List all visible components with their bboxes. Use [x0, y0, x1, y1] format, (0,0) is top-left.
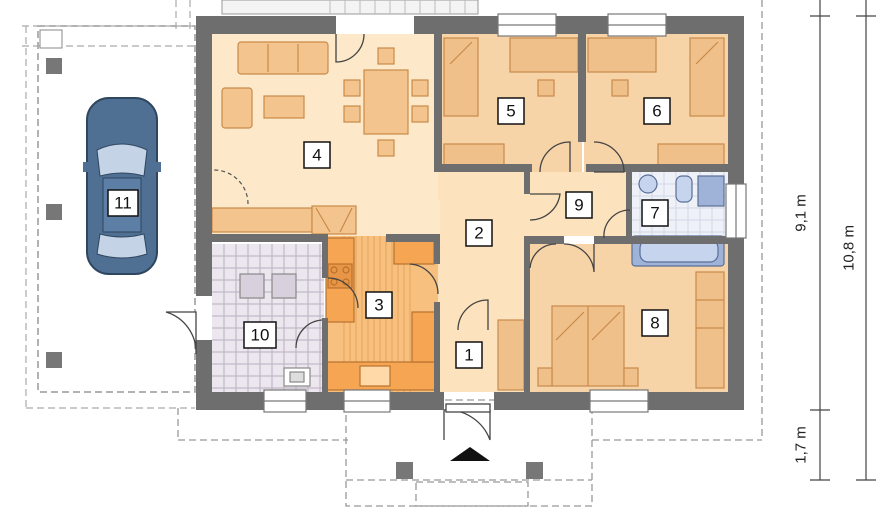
chair-icon: [411, 105, 429, 123]
car-icon: [83, 97, 161, 275]
door: [529, 193, 561, 221]
svg-text:10: 10: [251, 326, 270, 345]
doors: [165, 33, 631, 441]
dimension-house-depth: 9,1 m: [793, 194, 810, 232]
nightstand-icon: [537, 367, 553, 387]
svg-text:9: 9: [574, 196, 583, 215]
sofa-icon: [237, 41, 329, 75]
svg-text:3: 3: [374, 296, 383, 315]
room-labels: 1 2 3 4 5 6 7 8: [107, 97, 671, 369]
chair-icon: [411, 79, 429, 97]
door: [409, 263, 439, 295]
carport: [22, 0, 196, 409]
carport-post: [46, 204, 62, 220]
svg-text:7: 7: [650, 204, 659, 223]
washing-machine-icon: [239, 273, 265, 299]
chair-icon: [611, 79, 629, 97]
room-label-7: 7: [641, 199, 669, 227]
dryer-icon: [271, 273, 297, 299]
toilet-icon: [675, 175, 693, 203]
room-label-11: 11: [107, 189, 139, 217]
roof-outline: [177, 0, 763, 507]
chair-icon: [343, 105, 361, 123]
bed-icon: [443, 37, 479, 117]
bedroom-6-furniture: [587, 37, 725, 171]
svg-text:5: 5: [506, 102, 515, 121]
armchair-icon: [221, 87, 253, 129]
chair-icon: [343, 79, 361, 97]
door: [335, 33, 365, 63]
chair-icon: [377, 47, 395, 65]
room-label-4: 4: [303, 141, 331, 169]
room-label-6: 6: [643, 97, 671, 125]
room-label-8: 8: [641, 309, 669, 337]
door: [295, 319, 323, 349]
svg-text:6: 6: [652, 102, 661, 121]
porch-post: [396, 462, 413, 479]
room-label-9: 9: [565, 191, 593, 219]
room-label-3: 3: [365, 291, 393, 319]
dimension-lines: [810, 0, 876, 481]
svg-text:2: 2: [474, 224, 483, 243]
fireplace-icon: [311, 205, 357, 235]
sideboard-icon: [211, 207, 313, 233]
desk-icon: [509, 37, 579, 73]
svg-text:4: 4: [312, 146, 321, 165]
cabinet-icon: [697, 175, 725, 207]
washbasin-icon: [638, 174, 658, 194]
kitchen-counter: [411, 311, 437, 363]
bathroom-fixtures: [631, 174, 725, 267]
room-label-5: 5: [497, 97, 525, 125]
wardrobe-icon: [695, 271, 725, 389]
door: [457, 299, 489, 331]
bed-icon: [689, 37, 725, 117]
chair-icon: [377, 139, 395, 157]
utility-fixtures: [239, 273, 311, 387]
terrace: [221, 0, 479, 15]
svg-text:11: 11: [114, 194, 132, 213]
door: [529, 243, 557, 269]
door: [593, 141, 625, 173]
bedroom-8-furniture: [537, 271, 725, 389]
windows: [263, 13, 747, 413]
utility-room-floor: [212, 244, 324, 392]
svg-text:1: 1: [464, 346, 473, 365]
door: [539, 141, 571, 173]
porch-post: [526, 462, 543, 479]
nightstand-icon: [623, 367, 639, 387]
entrance-arrow-icon: [450, 447, 490, 461]
dining-table-icon: [363, 69, 409, 135]
carport-post: [46, 352, 62, 368]
walls: [196, 16, 744, 410]
room-label-1: 1: [455, 341, 483, 369]
chair-icon: [537, 79, 555, 97]
side-door: [165, 311, 197, 355]
living-room-furniture: [211, 41, 429, 235]
carport-post: [46, 58, 62, 74]
svg-text:8: 8: [650, 314, 659, 333]
room-label-2: 2: [465, 219, 493, 247]
door: [563, 243, 595, 273]
door: [443, 409, 491, 441]
sink-icon: [359, 365, 391, 387]
dimension-porch-depth: 1,7 m: [793, 426, 810, 464]
dimension-labels: 9,1 m 10,8 m 1,7 m: [793, 194, 858, 464]
dimension-total-depth: 10,8 m: [841, 225, 858, 271]
desk-icon: [587, 37, 657, 73]
room-label-10: 10: [243, 321, 277, 349]
hall-wardrobe-icon: [497, 319, 525, 391]
door: [603, 209, 631, 239]
door: [327, 277, 359, 309]
coffee-table-icon: [263, 95, 305, 119]
